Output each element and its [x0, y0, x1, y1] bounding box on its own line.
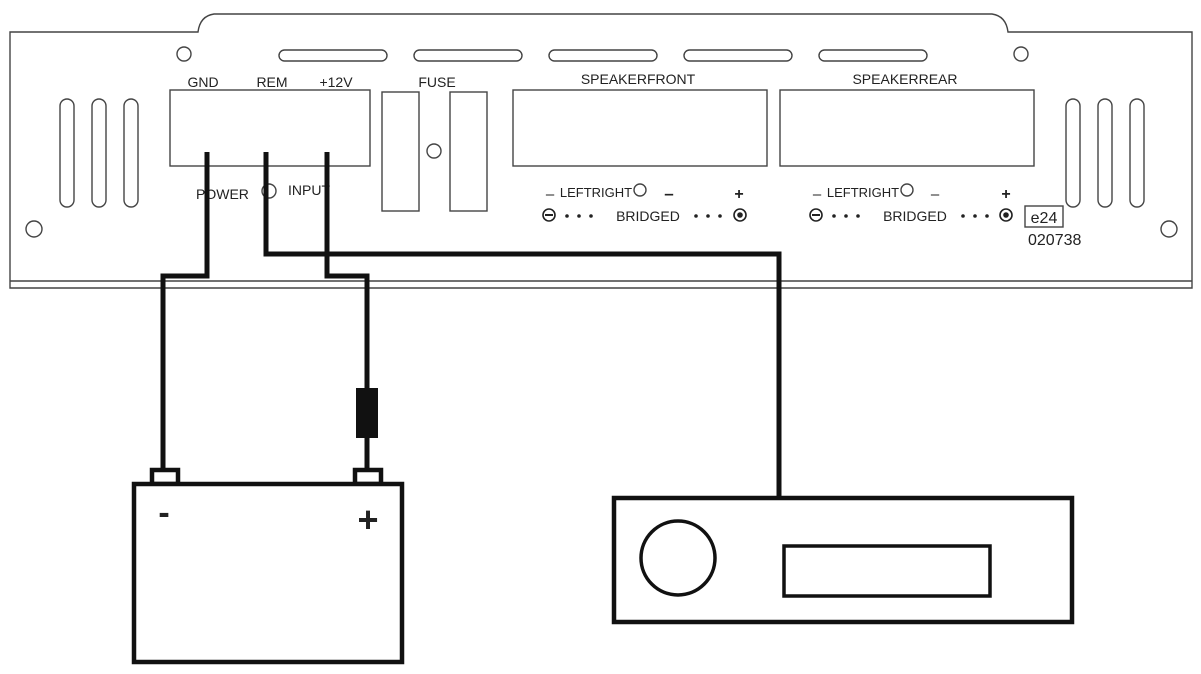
front-left-right-label: LEFTRIGHT — [560, 185, 632, 200]
plus12v-label: +12V — [319, 74, 353, 90]
rear-plus-terminal-icon — [999, 208, 1013, 222]
side-vent-slot — [1129, 98, 1145, 208]
side-vent-slot — [91, 98, 107, 208]
side-vent-slot — [1097, 98, 1113, 208]
positive-12v-wire — [324, 152, 370, 472]
rear-minus-right: – — [931, 186, 940, 203]
front-dot — [706, 214, 710, 218]
ground-wire — [160, 152, 210, 472]
side-vent-slot — [1065, 98, 1081, 208]
vent-slot — [818, 49, 928, 62]
rear-plus: + — [1001, 186, 1010, 203]
front-minus-terminal-icon — [542, 208, 556, 222]
mounting-hole-icon — [176, 46, 192, 62]
rear-dot — [832, 214, 836, 218]
head-unit — [611, 495, 1075, 625]
fuse-holder — [449, 91, 488, 212]
power-indicator-label: POWER — [196, 186, 249, 202]
rear-bridged-label: BRIDGED — [883, 208, 947, 224]
rear-left-right-label: LEFTRIGHT — [827, 185, 899, 200]
rem-label: REM — [256, 74, 287, 90]
front-plus-terminal-icon — [733, 208, 747, 222]
fuse-label: FUSE — [418, 74, 455, 90]
vent-slot — [278, 49, 388, 62]
power-led-icon — [261, 183, 277, 199]
amplifier-panel: GND REM +12V FUSE SPEAKERFRONT SPEAKERRE… — [9, 13, 1193, 289]
vent-slot — [683, 49, 793, 62]
speaker-rear-terminal-block — [779, 89, 1035, 167]
front-minus-right: – — [664, 184, 673, 203]
rear-dot — [856, 214, 860, 218]
battery-body — [131, 481, 405, 665]
remote-wire — [263, 152, 782, 498]
rear-dot — [985, 214, 989, 218]
wiring — [160, 152, 782, 498]
battery-minus-symbol: - — [158, 494, 169, 532]
side-vent-slot — [123, 98, 139, 208]
rear-dot — [961, 214, 965, 218]
inline-fuse-icon — [356, 388, 378, 438]
certification-number: 020738 — [1028, 232, 1081, 249]
rear-indicator-icon — [900, 183, 914, 197]
battery-plus-symbol: + — [357, 499, 378, 540]
front-dot — [577, 214, 581, 218]
input-indicator-label: INPUT — [288, 182, 330, 198]
front-minus-left: – — [546, 186, 555, 203]
e-mark-label: e24 — [1031, 210, 1058, 227]
rear-dot — [973, 214, 977, 218]
rear-minus-left: – — [813, 186, 822, 203]
front-plus: + — [734, 186, 743, 203]
display-window — [782, 544, 992, 598]
side-vent-slot — [59, 98, 75, 208]
rear-dot — [844, 214, 848, 218]
front-indicator-icon — [633, 183, 647, 197]
mounting-hole-icon — [1160, 220, 1178, 238]
gnd-label: GND — [187, 74, 218, 90]
front-bridged-label: BRIDGED — [616, 208, 680, 224]
power-terminal-block — [169, 89, 371, 167]
volume-knob-icon — [639, 519, 717, 597]
vent-slot — [548, 49, 658, 62]
mounting-hole-icon — [25, 220, 43, 238]
vent-slot — [413, 49, 523, 62]
battery: - + — [131, 467, 405, 665]
rear-minus-terminal-icon — [809, 208, 823, 222]
speaker-front-label: SPEAKERFRONT — [581, 71, 696, 87]
fuse-screw-icon — [426, 143, 442, 159]
front-dot — [565, 214, 569, 218]
front-dot — [694, 214, 698, 218]
front-dot — [718, 214, 722, 218]
speaker-front-terminal-block — [512, 89, 768, 167]
e-mark-box — [1024, 205, 1064, 228]
front-dot — [589, 214, 593, 218]
speaker-rear-label: SPEAKERREAR — [852, 71, 957, 87]
fuse-holder — [381, 91, 420, 212]
mounting-hole-icon — [1013, 46, 1029, 62]
amplifier-outline — [9, 13, 1193, 289]
